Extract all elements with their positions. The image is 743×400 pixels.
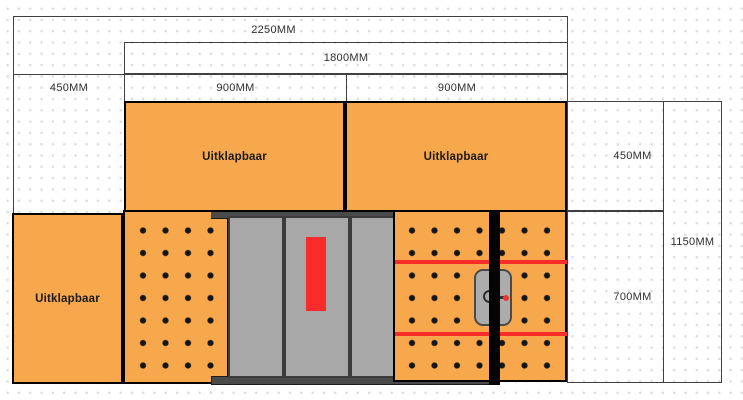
clamp-connector bbox=[500, 296, 504, 299]
pegboard-left bbox=[123, 210, 229, 384]
center-post bbox=[489, 211, 500, 385]
dim-right-total-height-label: 1150MM bbox=[670, 236, 715, 248]
dim-total-width-box: 2250MM bbox=[13, 16, 568, 42]
red-marker-bar bbox=[306, 237, 326, 311]
dim-right-upper-height-box: 450MM bbox=[567, 101, 664, 211]
dim-right-total-height-box: 1150MM bbox=[663, 101, 722, 383]
dim-left-width-label: 450MM bbox=[49, 82, 89, 94]
foldout-panel-side: Uitklapbaar bbox=[12, 213, 123, 384]
dim-left-width-box: 450MM bbox=[13, 74, 125, 101]
red-rail-line-lower bbox=[395, 332, 567, 336]
foldout-panel-top-left: Uitklapbaar bbox=[124, 101, 345, 212]
left-outline bbox=[13, 42, 124, 213]
dim-right-lower-height-box: 700MM bbox=[567, 211, 664, 383]
dim-right-lower-height-label: 700MM bbox=[613, 291, 652, 303]
dim-bay1-width-box: 900MM bbox=[124, 74, 347, 101]
workbench-leg-right bbox=[350, 216, 397, 378]
dim-foldout-width-box: 1800MM bbox=[124, 42, 568, 74]
red-rail-line-upper bbox=[395, 260, 567, 264]
foldout-panel-top-right-label: Uitklapbaar bbox=[423, 150, 489, 163]
foldout-panel-side-label: Uitklapbaar bbox=[35, 292, 100, 305]
dim-bay2-width-box: 900MM bbox=[346, 74, 568, 101]
dim-total-width-label: 2250MM bbox=[251, 23, 296, 36]
dim-foldout-width-label: 1800MM bbox=[323, 52, 369, 64]
dim-bay1-width-label: 900MM bbox=[216, 82, 255, 94]
foldout-panel-top-right: Uitklapbaar bbox=[345, 101, 567, 212]
workbench-leg-left bbox=[228, 216, 284, 378]
dim-right-upper-height-label: 450MM bbox=[613, 150, 652, 162]
foldout-panel-top-left-label: Uitklapbaar bbox=[202, 150, 267, 163]
clamp-indicator-dot bbox=[503, 295, 509, 301]
dim-bay2-width-label: 900MM bbox=[437, 82, 477, 94]
